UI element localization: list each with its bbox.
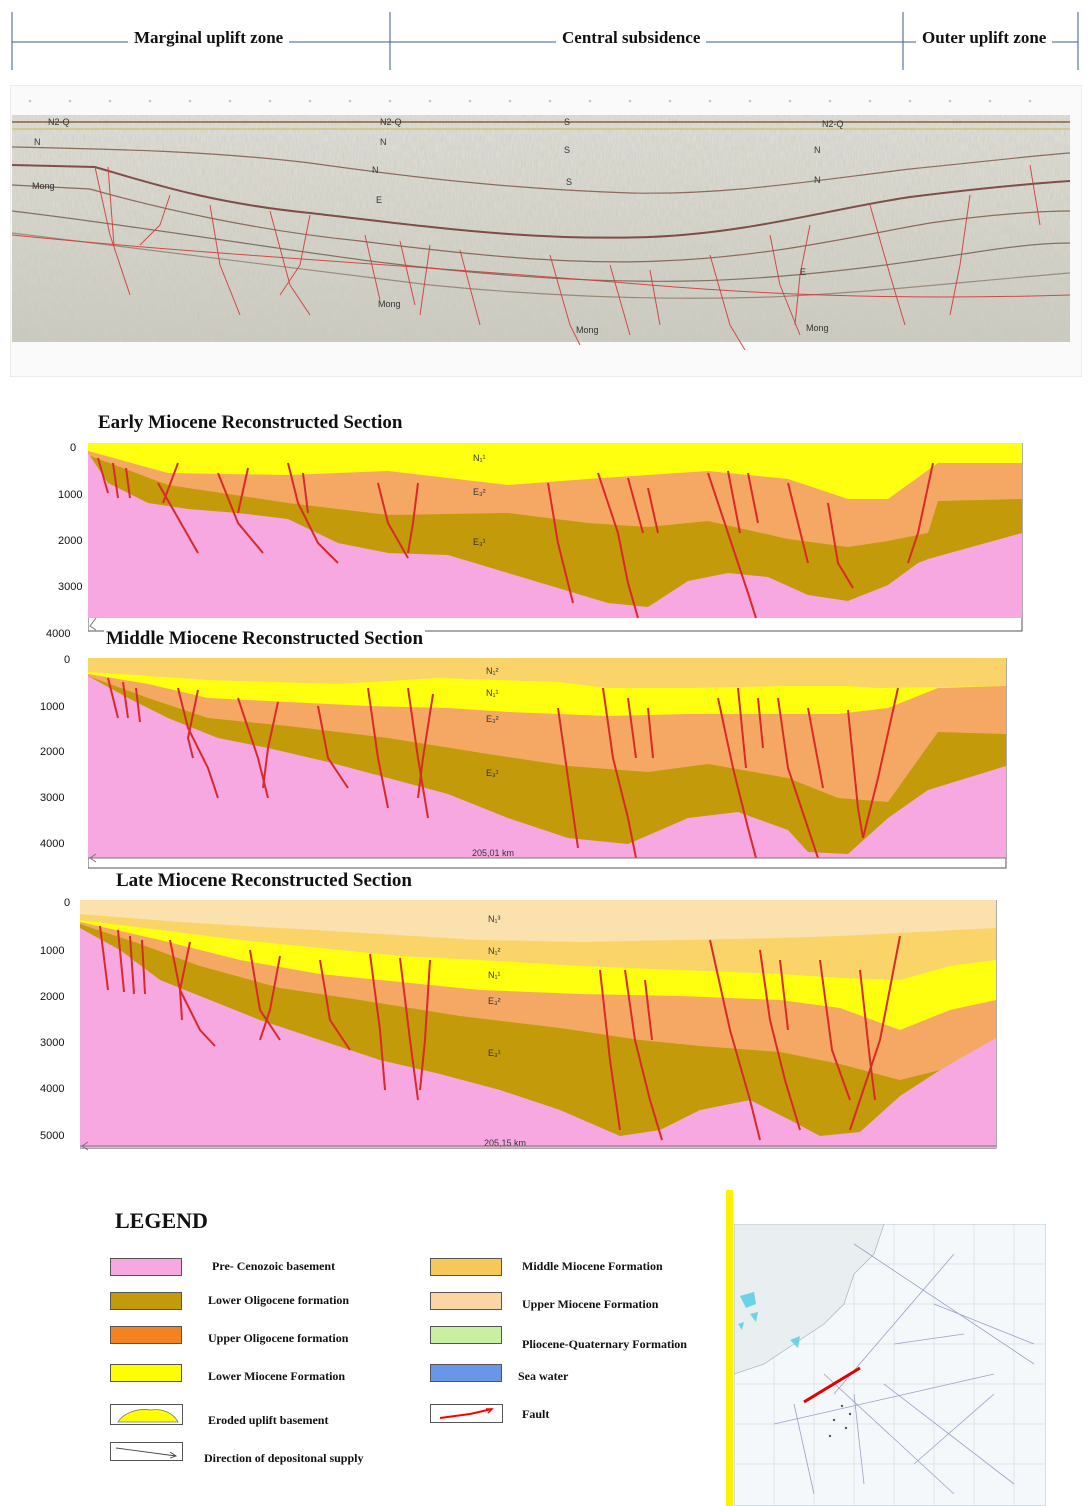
seismic-label: N <box>814 145 821 155</box>
formation-label: E₃¹ <box>486 768 499 778</box>
legend-swatch-lower-oligocene <box>110 1292 182 1310</box>
seismic-label: E <box>376 195 382 205</box>
depth-tick: 2000 <box>58 535 83 547</box>
section-title-late: Late Miocene Reconstructed Section <box>114 870 415 892</box>
seismic-label: N <box>380 137 387 147</box>
seismic-profile: N2-Q N Mong N2-Q N N E S S S N2-Q N N E … <box>10 85 1082 377</box>
seismic-label: N2-Q <box>48 117 70 127</box>
seismic-label: Mong <box>32 181 55 191</box>
depth-tick: 3000 <box>40 792 65 804</box>
legend-label: Pre- Cenozoic basement <box>212 1259 336 1273</box>
legend-label: Eroded uplift basement <box>208 1413 329 1427</box>
legend-label: Middle Miocene Formation <box>522 1259 663 1273</box>
legend-label: Lower Oligocene formation <box>208 1293 350 1307</box>
seismic-label: N <box>814 175 821 185</box>
seismic-label: S <box>566 177 572 187</box>
section-title-middle: Middle Miocene Reconstructed Section <box>104 628 426 650</box>
formation-label: N₁³ <box>488 914 501 924</box>
seismic-label: N <box>372 165 379 175</box>
seismic-label: S <box>564 145 570 155</box>
formation-label: E₃¹ <box>473 537 486 547</box>
middle-miocene-section: N₁² N₁¹ E₃² E₃¹ 205,01 km <box>88 658 1007 869</box>
seismic-label: N2-Q <box>822 119 844 129</box>
zone-label-central: Central subsidence <box>556 28 707 48</box>
depth-tick: 1000 <box>40 945 65 957</box>
legend-swatch-pliocene-quaternary <box>430 1326 502 1344</box>
seismic-label: Mong <box>806 323 829 333</box>
seismic-label: E <box>800 267 806 277</box>
legend-swatch-middle-miocene <box>430 1258 502 1276</box>
formation-label: N₁¹ <box>486 688 499 698</box>
legend-label: Lower Miocene Formation <box>208 1369 346 1383</box>
legend-label: Direction of depositonal supply <box>204 1451 364 1465</box>
depth-tick: 0 <box>64 897 71 909</box>
legend-swatch-eroded-uplift <box>110 1404 183 1425</box>
depth-tick: 5000 <box>40 1130 65 1142</box>
legend-label: Upper Oligocene formation <box>208 1331 349 1345</box>
depth-tick: 1000 <box>40 701 65 713</box>
early-miocene-section: N₁¹ E₃² E₃¹ <box>88 443 1023 632</box>
formation-label: N₁² <box>486 666 499 676</box>
formation-label: E₃¹ <box>488 1048 501 1058</box>
legend-title: LEGEND <box>115 1208 208 1233</box>
seismic-label: Mong <box>576 325 599 335</box>
legend-label: Fault <box>522 1407 550 1421</box>
section-title-early: Early Miocene Reconstructed Section <box>96 412 405 434</box>
seismic-label: N2-Q <box>380 117 402 127</box>
depth-tick: 4000 <box>40 838 65 850</box>
legend-swatch-upper-miocene <box>430 1292 502 1310</box>
depth-tick: 2000 <box>40 991 65 1003</box>
formation-label: E₃² <box>488 996 501 1006</box>
formation-label: N₁¹ <box>473 453 486 463</box>
depth-tick: 3000 <box>40 1037 65 1049</box>
legend-swatch-basement <box>110 1258 182 1276</box>
seismic-label: Mong <box>378 299 401 309</box>
depth-tick: 4000 <box>40 1083 65 1095</box>
legend-swatch-lower-miocene <box>110 1364 182 1382</box>
legend-label: Sea water <box>518 1369 569 1383</box>
legend-swatch-upper-oligocene <box>110 1326 182 1344</box>
zone-label-marginal: Marginal uplift zone <box>128 28 290 48</box>
depth-tick: 1000 <box>58 489 83 501</box>
zone-label-outer: Outer uplift zone <box>916 28 1053 48</box>
location-map <box>734 1224 1046 1506</box>
depth-tick: 2000 <box>40 746 65 758</box>
scale-text: 205,15 km <box>484 1138 526 1148</box>
formation-label: N₁¹ <box>488 970 501 980</box>
legend-swatch-depositional-supply <box>110 1442 183 1461</box>
legend-label: Pliocene-Quaternary Formation <box>522 1337 687 1351</box>
depth-tick: 0 <box>70 442 77 454</box>
seismic-label: N <box>34 137 41 147</box>
scale-text: 205,01 km <box>472 848 514 858</box>
formation-label: E₃² <box>486 714 499 724</box>
depth-tick: 4000 <box>46 628 71 640</box>
formation-label: E₃² <box>473 487 486 497</box>
seismic-label: S <box>564 117 570 127</box>
map-yellow-bar <box>726 1190 733 1506</box>
legend-swatch-fault <box>430 1404 503 1423</box>
legend-swatch-sea-water <box>430 1364 502 1382</box>
formation-label: N₁² <box>488 946 501 956</box>
late-miocene-section: N₁³ N₁² N₁¹ E₃² E₃¹ 205,15 km <box>80 900 997 1151</box>
depth-tick: 0 <box>64 654 71 666</box>
legend-label: Upper Miocene Formation <box>522 1297 659 1311</box>
depth-tick: 3000 <box>58 581 83 593</box>
